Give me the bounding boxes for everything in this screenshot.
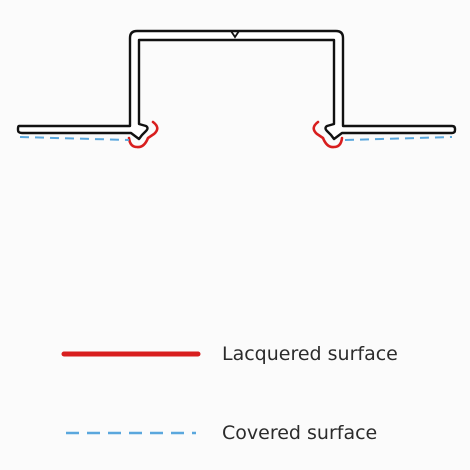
- legend-label-lacquered: Lacquered surface: [222, 343, 398, 365]
- lacquered-surface-left: [127, 120, 159, 149]
- covered-surface-left: [19, 136, 130, 141]
- covered-surface-right: [344, 136, 453, 141]
- legend-label-covered: Covered surface: [222, 422, 378, 444]
- profile-top-notch: [230, 30, 240, 39]
- lacquered-surface-right: [312, 120, 344, 149]
- profile-outline: [16, 29, 457, 141]
